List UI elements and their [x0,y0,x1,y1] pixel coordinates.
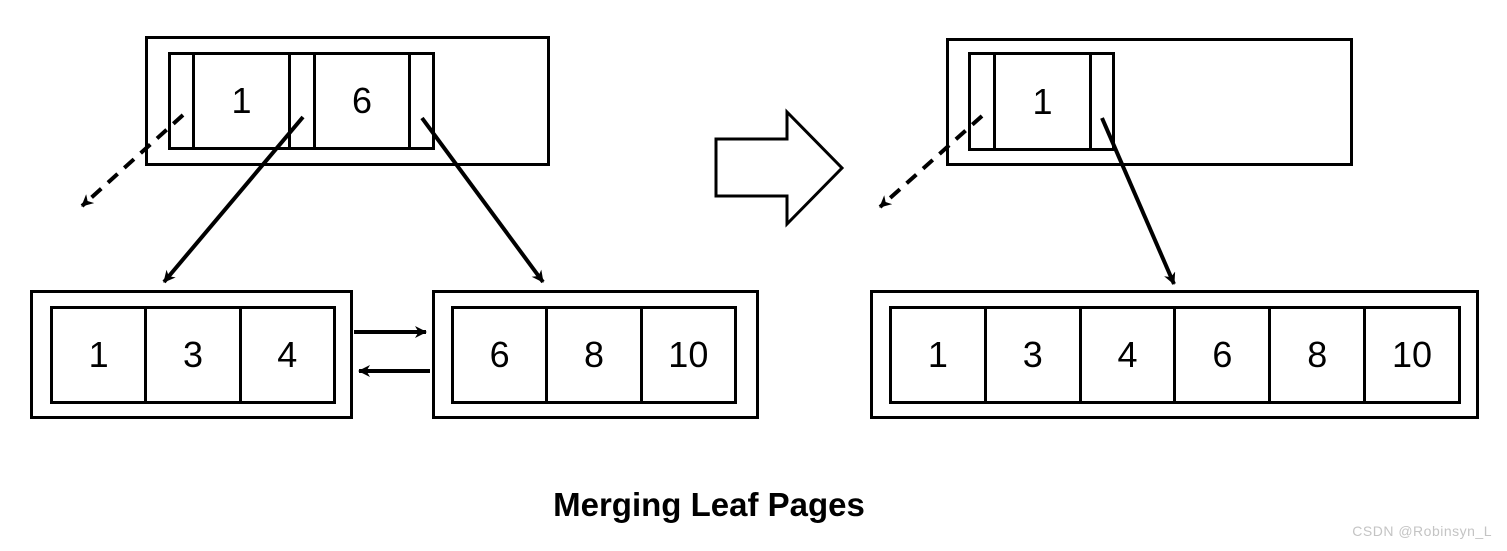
leaf-cell: 1 [927,334,948,375]
merged-leaf-page-cells: 1 3 4 6 8 10 [889,306,1461,404]
watermark: CSDN @Robinsyn_L [1352,523,1492,539]
key-cell: 1 [993,55,1089,148]
pointer-cell [1089,55,1112,148]
pointer-cell [171,55,192,147]
pointer-cell [408,55,432,147]
pointer-cell [971,55,993,148]
leaf-cell: 6 [489,334,510,375]
leaf-cell: 6 [1173,309,1268,401]
leaf-cell: 3 [144,309,238,401]
leaf-cell: 1 [88,334,109,375]
leaf-cell: 3 [983,309,1079,401]
transform-block-arrow-icon [714,108,845,228]
inner-node-after-cells: 1 [968,52,1115,151]
inner-node-before-cells: 1 6 [168,52,435,150]
leaf-cell: 10 [639,309,734,401]
leaf-cell: 8 [1268,309,1363,401]
diagram-caption: Merging Leaf Pages [553,486,865,523]
leaf-cell: 4 [1078,309,1174,401]
leaf-page-134-cells: 1 3 4 [50,306,336,404]
pointer-cell [288,55,313,147]
leaf-cell: 4 [238,309,333,401]
key-cell: 1 [192,55,288,147]
key-cell: 6 [313,55,408,147]
leaf-page-6810-cells: 6 8 10 [451,306,737,404]
leaf-cell: 10 [1363,309,1458,401]
leaf-cell: 8 [545,309,639,401]
